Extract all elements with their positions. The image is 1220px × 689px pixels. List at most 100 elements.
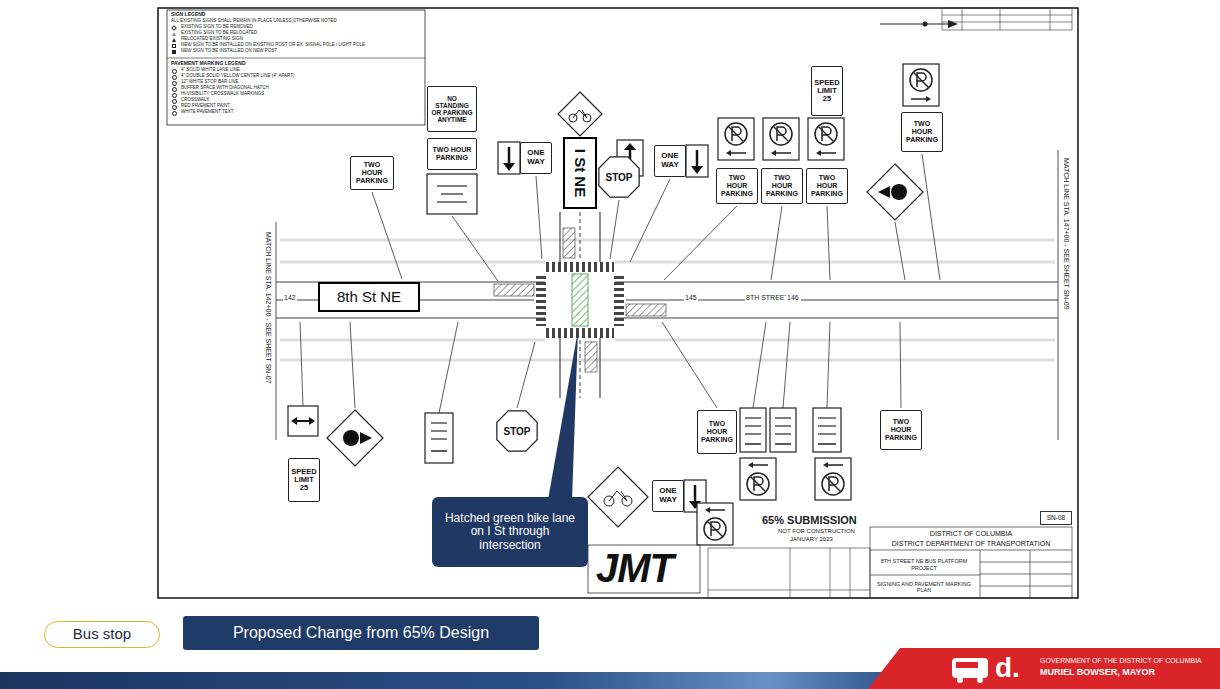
bike-warning-diamond bbox=[588, 467, 648, 527]
sign-plate bbox=[770, 408, 796, 452]
key-oval: Bus stop bbox=[44, 621, 160, 648]
key-box: Proposed Change from 65% Design bbox=[183, 616, 539, 650]
leader-line bbox=[827, 206, 830, 280]
callout-box: Hatched green bike lane on I St through … bbox=[432, 497, 588, 567]
no-parking-sign bbox=[740, 458, 776, 500]
node-text: GOVERNMENT OF THE DISTRICT OF COLUMBIA bbox=[1040, 657, 1218, 668]
sign-plate bbox=[740, 408, 766, 452]
road-edge bbox=[599, 212, 600, 262]
buffer-hatch bbox=[563, 228, 575, 258]
parking-sign: TWO HOUR PARKING bbox=[350, 156, 394, 190]
two-way-arrow-sign bbox=[288, 406, 318, 436]
no-parking-sign bbox=[763, 118, 799, 160]
stop-sign: STOP bbox=[598, 156, 640, 198]
road-edge bbox=[559, 212, 560, 262]
one-way-sign: ONE WAY bbox=[654, 145, 686, 177]
arrow-head bbox=[771, 150, 776, 156]
node-text: ONE WAY bbox=[523, 149, 549, 167]
parking-sign: TWO HOUR PARKING bbox=[427, 138, 477, 170]
ghost-line bbox=[615, 339, 1055, 342]
arrow-shaft bbox=[775, 152, 791, 154]
legend-text: EXISTING SIGN TO BE REMOVED bbox=[181, 25, 253, 30]
grid-cell bbox=[942, 8, 1072, 30]
footer-blue-bar bbox=[0, 672, 905, 689]
parking-sign: TWO HOUR PARKING bbox=[880, 410, 922, 450]
node-text: ONE WAY bbox=[655, 487, 681, 505]
slash bbox=[728, 126, 744, 142]
sign-detail bbox=[437, 185, 467, 187]
sign-circle bbox=[704, 518, 726, 540]
arrow-head bbox=[748, 462, 753, 468]
grid-line bbox=[1000, 8, 1001, 30]
node-text: TWO HOUR PARKING bbox=[809, 174, 845, 197]
sign-plate bbox=[903, 64, 939, 106]
footer-red-band bbox=[868, 648, 1220, 689]
legend-text: NEW SIGN TO BE INSTALLED ON NEW POST bbox=[181, 49, 277, 54]
north-arrow-dot bbox=[923, 22, 928, 27]
callout-pointer bbox=[548, 330, 578, 500]
sign-plate bbox=[425, 413, 453, 463]
legend-symbol bbox=[172, 105, 177, 110]
leader-line bbox=[439, 322, 458, 413]
sign-dot bbox=[891, 184, 907, 200]
parking-sign: TWO HOUR PARKING bbox=[901, 112, 943, 152]
leader-line bbox=[662, 322, 717, 408]
sign-plate bbox=[808, 118, 844, 160]
node-text: TWO HOUR PARKING bbox=[883, 418, 919, 441]
dc-logo: d.GOVERNMENT OF THE DISTRICT OF COLUMBIA… bbox=[880, 650, 1220, 689]
arrow-shaft bbox=[818, 443, 836, 445]
legend-text: RED PAVEMENT PAINT bbox=[181, 104, 230, 109]
buffer-hatch bbox=[626, 304, 666, 316]
title-line bbox=[1030, 550, 1031, 598]
node-text: 8th St NE bbox=[337, 289, 401, 306]
slash bbox=[707, 521, 723, 537]
slash bbox=[913, 72, 929, 88]
parking-sign: TWO HOUR PARKING bbox=[806, 168, 848, 204]
bus-wheel bbox=[977, 677, 983, 683]
leader-line bbox=[350, 322, 355, 408]
arrow-shaft bbox=[775, 443, 791, 445]
parking-plate bbox=[425, 413, 453, 463]
arrow-head bbox=[291, 417, 297, 425]
legend-note: ALL EXISTING SIGNS SHALL REMAIN IN PLACE… bbox=[171, 19, 337, 24]
no-standing-sign: NO STANDING OR PARKING ANYTIME bbox=[427, 86, 477, 132]
parking-sign: TWO HOUR PARKING bbox=[697, 410, 737, 454]
no-parking-sign bbox=[808, 118, 844, 160]
legend-symbol bbox=[172, 81, 177, 86]
sign-detail bbox=[437, 201, 467, 203]
arrow-shaft bbox=[296, 420, 310, 422]
firm-logo: JMT bbox=[596, 548, 673, 588]
table-line bbox=[830, 548, 831, 598]
sign-plate bbox=[740, 458, 776, 500]
sign-plate bbox=[427, 174, 477, 214]
no-parking-sign bbox=[697, 503, 733, 545]
crosswalk bbox=[536, 274, 546, 326]
title-block-lines bbox=[870, 527, 1072, 598]
table-frame bbox=[708, 548, 870, 598]
parking-sign: TWO HOUR PARKING bbox=[761, 168, 803, 204]
no-parking-sign bbox=[718, 118, 754, 160]
sign-circle bbox=[815, 123, 837, 145]
sign-circle bbox=[770, 123, 792, 145]
node-text: TWO HOUR PARKING bbox=[719, 174, 755, 197]
one-way-arrow-plate bbox=[498, 142, 520, 174]
grid-line bbox=[962, 8, 963, 30]
node-text: I St NE bbox=[565, 139, 595, 207]
leader-line bbox=[827, 322, 830, 408]
legend-text: CROSSWALK bbox=[181, 98, 210, 103]
no-parking-sign bbox=[815, 458, 851, 500]
one-way-sign: ONE WAY bbox=[520, 142, 552, 174]
road-edge bbox=[559, 338, 560, 398]
title-block: DISTRICT OF COLUMBIADISTRICT DEPARTMENT … bbox=[870, 527, 1072, 598]
street-name-box: I St NE bbox=[563, 137, 597, 209]
sign-detail bbox=[775, 417, 791, 419]
octagon-shape bbox=[497, 411, 537, 451]
lane-ends-diamond bbox=[327, 410, 383, 466]
legend-heading: PAVEMENT MARKING LEGEND bbox=[171, 61, 246, 67]
logo-frame bbox=[588, 545, 700, 593]
table-line bbox=[708, 590, 870, 591]
center-line bbox=[580, 340, 581, 398]
sign-circle bbox=[822, 473, 844, 495]
node-text: Hatched green bike lane on I St through … bbox=[440, 512, 580, 552]
